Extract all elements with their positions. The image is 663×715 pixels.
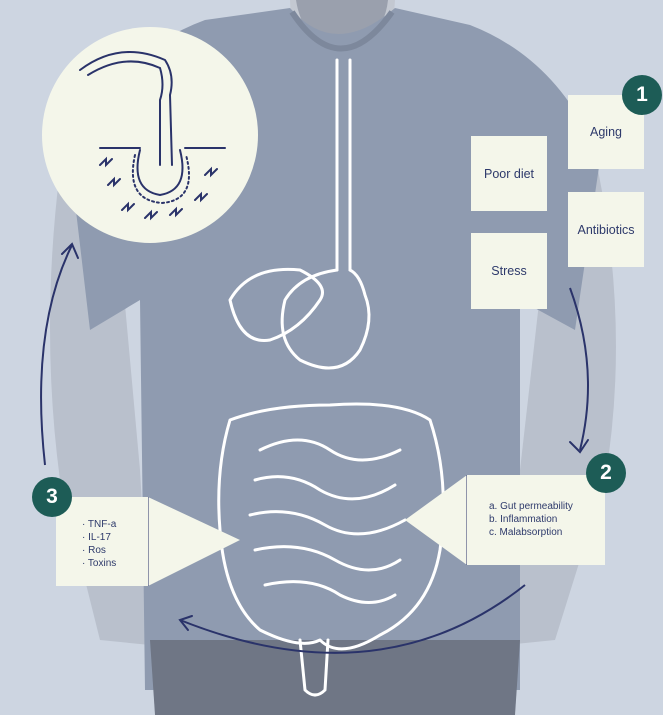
gut-effects-list: a. Gut permeability b. Inflammation c. M… xyxy=(489,500,605,539)
factor-label-stress: Stress xyxy=(491,264,526,278)
gut-effect-item: b. Inflammation xyxy=(489,513,605,526)
factor-card-poor-diet: Poor diet xyxy=(471,136,547,211)
factor-card-antibiotics: Antibiotics xyxy=(568,192,644,267)
factor-card-stress: Stress xyxy=(471,233,547,309)
marker-item: · Ros xyxy=(82,544,148,557)
inflammatory-markers-list: · TNF-a · IL-17 · Ros · Toxins xyxy=(82,518,148,570)
gut-effects-card: a. Gut permeability b. Inflammation c. M… xyxy=(467,475,605,565)
factor-label-antibiotics: Antibiotics xyxy=(578,223,635,237)
marker-item: · Toxins xyxy=(82,557,148,570)
step-badge-1: 1 xyxy=(622,75,662,115)
gut-effect-item: a. Gut permeability xyxy=(489,500,605,513)
factor-label-aging: Aging xyxy=(590,125,622,139)
step-badge-2: 2 xyxy=(586,453,626,493)
hair-follicle-circle xyxy=(42,27,258,243)
pants xyxy=(150,640,520,715)
step-badge-3: 3 xyxy=(32,477,72,517)
marker-item: · TNF-a xyxy=(82,518,148,531)
gut-effect-item: c. Malabsorption xyxy=(489,526,605,539)
inflammatory-markers-card: · TNF-a · IL-17 · Ros · Toxins xyxy=(56,497,148,586)
factor-label-poor-diet: Poor diet xyxy=(484,167,534,181)
marker-item: · IL-17 xyxy=(82,531,148,544)
